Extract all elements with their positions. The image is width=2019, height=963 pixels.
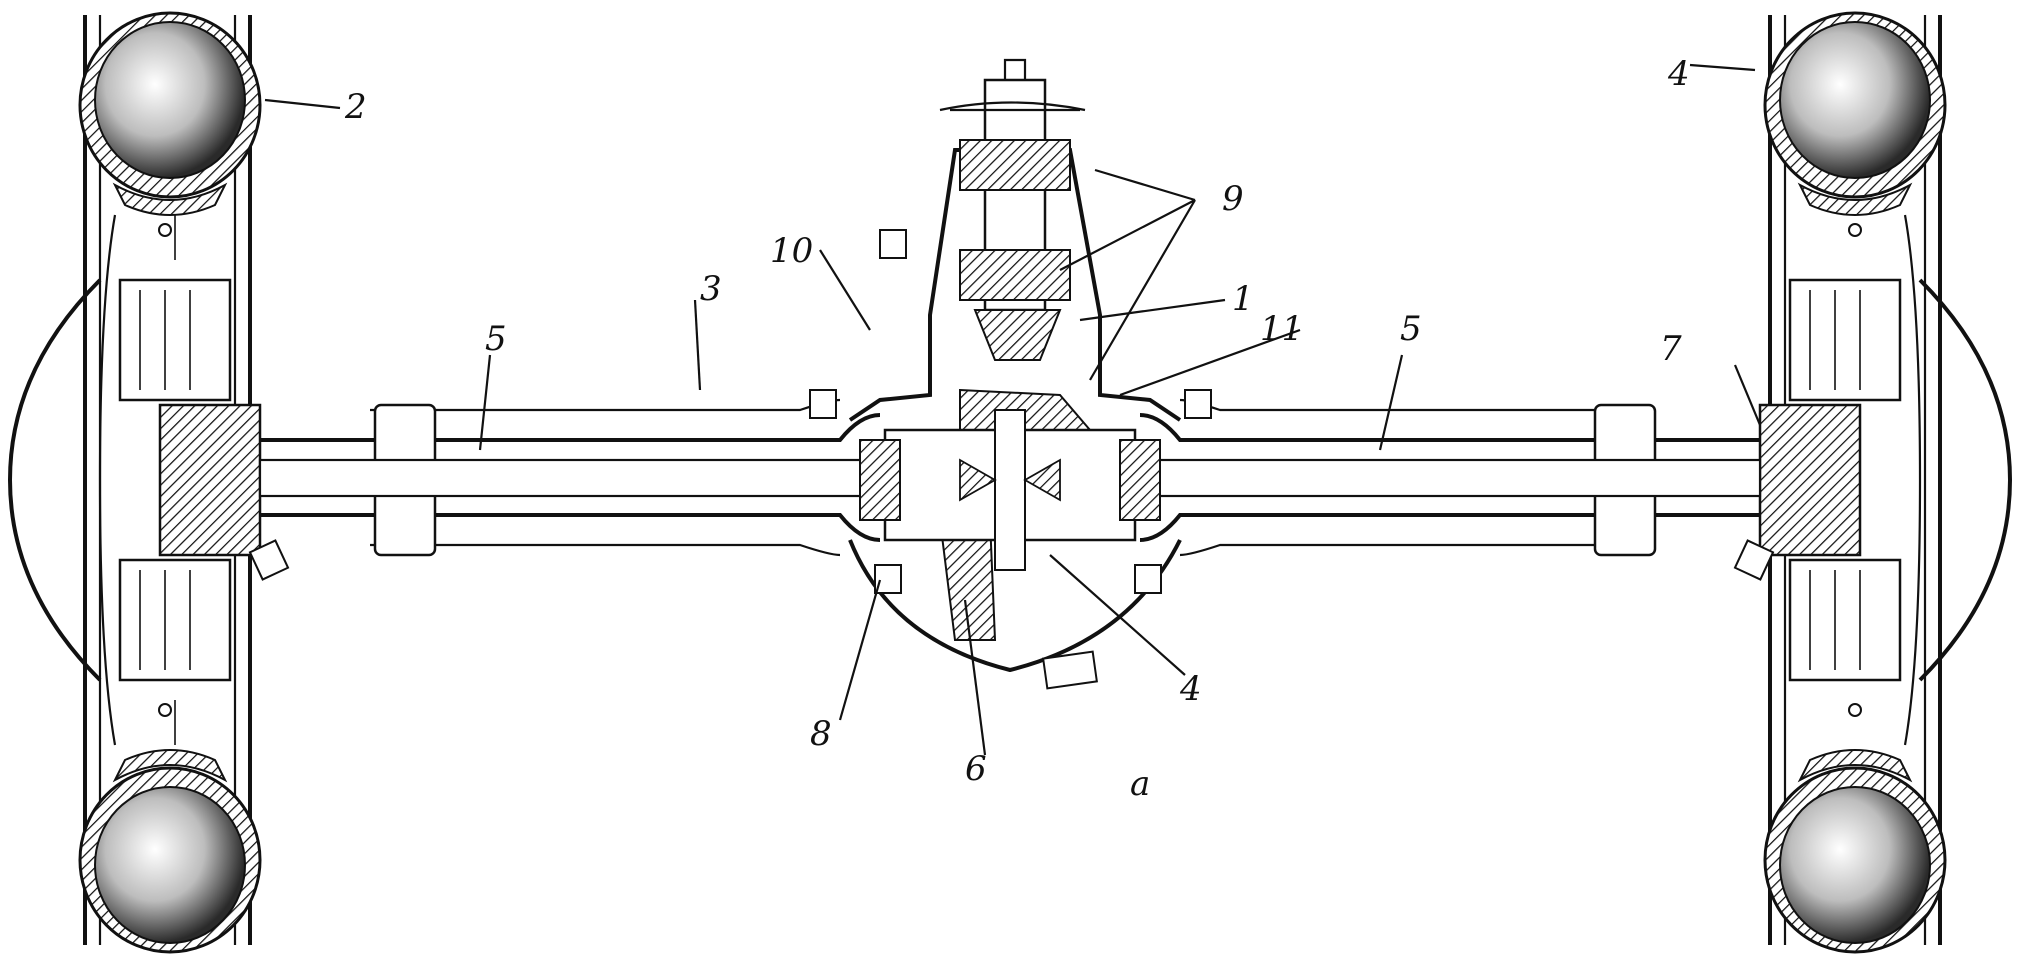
left-tire-top [78,11,262,216]
callout-4-center: 4 [1179,669,1202,709]
callout-9: 9 [1222,179,1244,219]
callout-11: 11 [1260,309,1303,349]
leader-lines [264,63,1762,756]
differential-carrier [809,58,1212,690]
right-tire-bottom [1763,749,1947,954]
callout-4-right: 4 [1667,54,1690,94]
carrier-bolts [809,229,1212,690]
callout-7: 7 [1660,329,1682,369]
left-wheel [7,11,290,954]
callout-10: 10 [770,231,813,271]
callout-5-right: 5 [1400,309,1422,349]
callout-labels: 2 3 5 5 7 4 9 10 1 11 4 8 6 a [344,54,1690,804]
right-wheel [1733,11,2013,954]
callout-5-left: 5 [485,319,507,359]
left-tire-bottom [78,749,262,954]
callout-8: 8 [810,714,832,754]
callout-2: 2 [344,87,367,127]
right-tire-top [1763,11,1947,216]
callout-6: 6 [965,749,987,789]
callout-3: 3 [700,269,722,309]
figure-caption: a [1130,764,1150,804]
callout-1: 1 [1232,279,1254,319]
